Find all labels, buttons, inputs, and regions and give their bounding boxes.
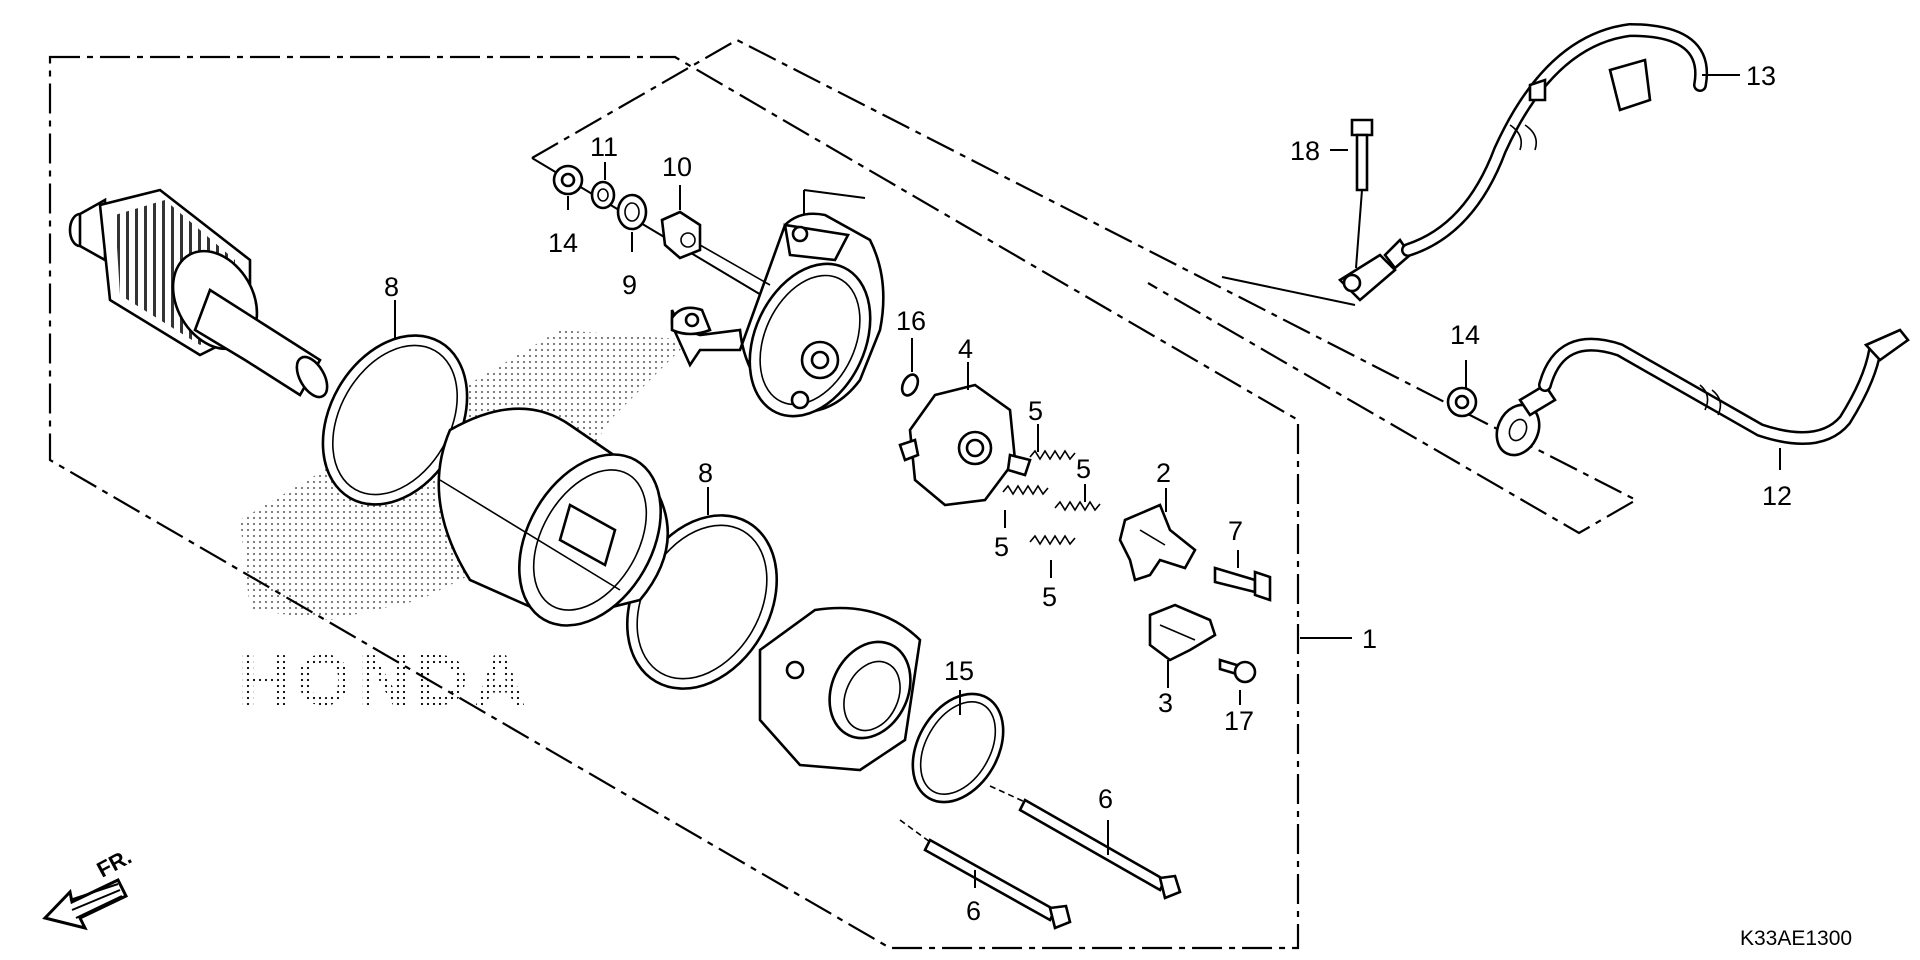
o-ring-upper [321, 334, 469, 506]
callout-5c: 5 [994, 532, 1009, 562]
callout-14b: 14 [1450, 320, 1480, 350]
top-small-parts [552, 164, 771, 286]
screw-7 [1213, 566, 1272, 602]
callouts: 1 2 3 4 5 5 5 5 6 6 7 8 8 9 10 11 12 13 … [384, 61, 1792, 926]
armature [68, 188, 329, 399]
front-label: FR. [93, 844, 136, 883]
through-bolts [899, 785, 1182, 930]
watermark-text: HONDA [238, 641, 532, 721]
motor-case [437, 407, 670, 627]
front-arrow-icon [42, 878, 129, 931]
callout-11: 11 [590, 132, 618, 162]
callout-6b: 6 [966, 896, 981, 926]
callout-16: 16 [896, 306, 926, 336]
callout-3: 3 [1158, 688, 1173, 718]
callout-12: 12 [1762, 481, 1792, 511]
callout-13: 13 [1746, 61, 1776, 91]
callout-15: 15 [944, 656, 974, 686]
o-ring-15 [911, 692, 1005, 804]
callout-8b: 8 [698, 458, 713, 488]
callout-9: 9 [622, 270, 637, 300]
leader-lines [394, 74, 1781, 888]
callout-10: 10 [662, 152, 692, 182]
callout-14a: 14 [548, 228, 578, 258]
callout-6a: 6 [1098, 784, 1113, 814]
callout-8a: 8 [384, 272, 399, 302]
springs [1002, 449, 1101, 546]
brush-3 [1148, 603, 1217, 662]
washer-16 [900, 373, 920, 397]
callout-18: 18 [1290, 136, 1320, 166]
front-bracket [670, 212, 885, 418]
callout-5b: 5 [1076, 454, 1091, 484]
screw-17 [1218, 658, 1257, 684]
cable-13 [1337, 22, 1709, 302]
callout-2: 2 [1156, 458, 1171, 488]
callout-5d: 5 [1042, 582, 1057, 612]
terminal-set [1118, 503, 1197, 582]
bolt-18 [1350, 118, 1374, 192]
callout-7: 7 [1228, 516, 1243, 546]
rear-bracket [758, 606, 922, 772]
cable-12 [1446, 328, 1910, 457]
callout-5a: 5 [1028, 396, 1043, 426]
brush-holder [898, 383, 1032, 507]
callout-1: 1 [1362, 624, 1377, 654]
callout-4: 4 [958, 334, 973, 364]
diagram-code: K33AE1300 [1740, 927, 1852, 950]
callout-17: 17 [1224, 706, 1254, 736]
